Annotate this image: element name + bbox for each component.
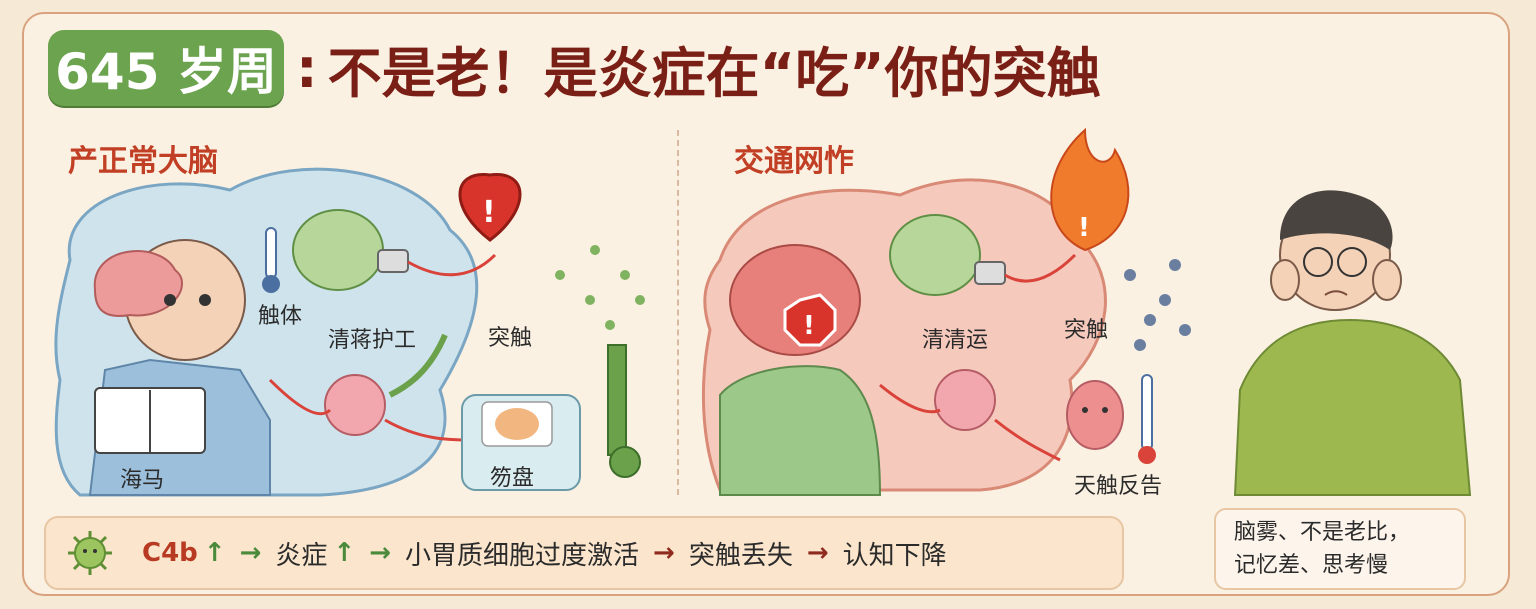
step-inflammation: 炎症 — [275, 540, 328, 571]
arrow-1: → — [239, 538, 262, 568]
green-brain-left — [292, 209, 384, 291]
fire-icon — [1050, 127, 1130, 252]
arrow-2: → — [369, 538, 391, 568]
panel-divider — [677, 130, 679, 495]
microglia-left — [324, 374, 386, 436]
green-brain-right — [889, 214, 981, 296]
svg-text:!: ! — [1078, 213, 1090, 243]
title-text: 不是老！是炎症在“吃”你的突触 — [327, 41, 1101, 105]
label-synapse-right: 突触 — [1064, 318, 1109, 343]
title-colon: : — [296, 36, 318, 100]
worried-person-body — [1233, 318, 1472, 496]
tube — [607, 344, 627, 456]
step-cognitive-decline: 认知下降 — [842, 540, 947, 571]
up-arrow-2: ↑ — [333, 538, 356, 568]
svg-text:!: ! — [482, 195, 496, 230]
up-arrow-1: ↑ — [203, 538, 226, 568]
label-process-right: 清清运 — [922, 328, 989, 353]
label-warning: 天触反告 — [1074, 474, 1163, 499]
thermometer-left — [265, 227, 277, 279]
pathway-bar: C4b ↑ → 炎症 ↑ → 小胃质细胞过度激活 → 突触丢失 → 认知下降 — [44, 516, 1124, 590]
step-microglia: 小胃质细胞过度激活 — [405, 540, 640, 571]
page-title: : 不是老！是炎症在“吃”你的突触 — [296, 32, 1101, 105]
label-synapse-left: 突触 — [488, 326, 533, 351]
symptom-box: 脑雾、不是老比， 记忆差、思考慢 — [1214, 508, 1466, 590]
step-synapse-loss: 突触丢失 — [688, 540, 793, 571]
inflamed-cell — [1066, 380, 1124, 450]
arrow-3: → — [653, 538, 675, 568]
left-panel-title: 产正常大脑 — [68, 144, 218, 179]
step-c4b: C4b — [142, 538, 198, 568]
label-thermometer: 触体 — [258, 304, 303, 329]
svg-text:!: ! — [803, 311, 815, 341]
symptom-line-2: 记忆差、思考慢 — [1234, 553, 1389, 578]
microglia-right — [934, 369, 996, 431]
arrow-4: → — [806, 538, 829, 568]
label-disk: 笏盘 — [490, 466, 535, 491]
elderly-brain — [93, 250, 183, 317]
heart-alert — [458, 173, 522, 242]
label-hippocampus: 海马 — [120, 468, 165, 493]
virus-icon — [68, 531, 112, 575]
label-process-left: 清蒋护工 — [328, 328, 417, 353]
warning-octagon — [783, 293, 837, 347]
right-panel-title: 交通网怍 — [734, 144, 854, 179]
age-badge: 645 岁周 — [48, 30, 284, 106]
thermometer-right — [1141, 374, 1153, 451]
symptom-line-1: 脑雾、不是老比， — [1234, 520, 1411, 545]
